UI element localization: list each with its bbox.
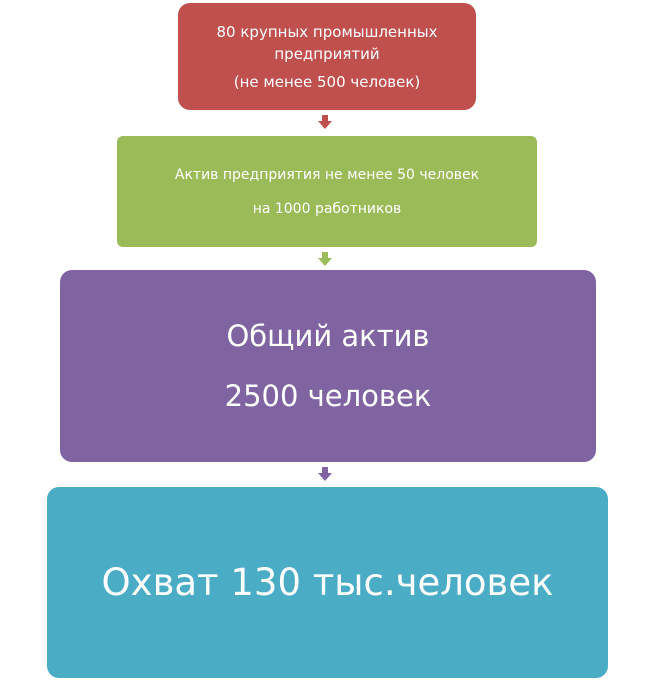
box-text: (не менее 500 человек) (233, 72, 421, 91)
box-text: 2500 человек (224, 379, 432, 413)
box-total-activists: Общий актив 2500 человек (60, 270, 596, 462)
box-text: Общий актив (226, 319, 430, 353)
box-text: на 1000 работников (252, 200, 402, 217)
box-text: Охват 130 тыс.человек (101, 561, 554, 604)
box-enterprise-activists: Актив предприятия не менее 50 человек на… (117, 136, 537, 247)
arrow-down-icon (318, 115, 332, 129)
box-text: 80 крупных промышленных (216, 22, 438, 41)
box-text: Актив предприятия не менее 50 человек (174, 166, 480, 183)
box-text: предприятий (274, 44, 380, 63)
arrow-down-icon (318, 252, 332, 266)
box-large-enterprises: 80 крупных промышленных предприятий (не … (178, 3, 476, 110)
arrow-down-icon (318, 467, 332, 481)
box-coverage: Охват 130 тыс.человек (47, 487, 608, 678)
